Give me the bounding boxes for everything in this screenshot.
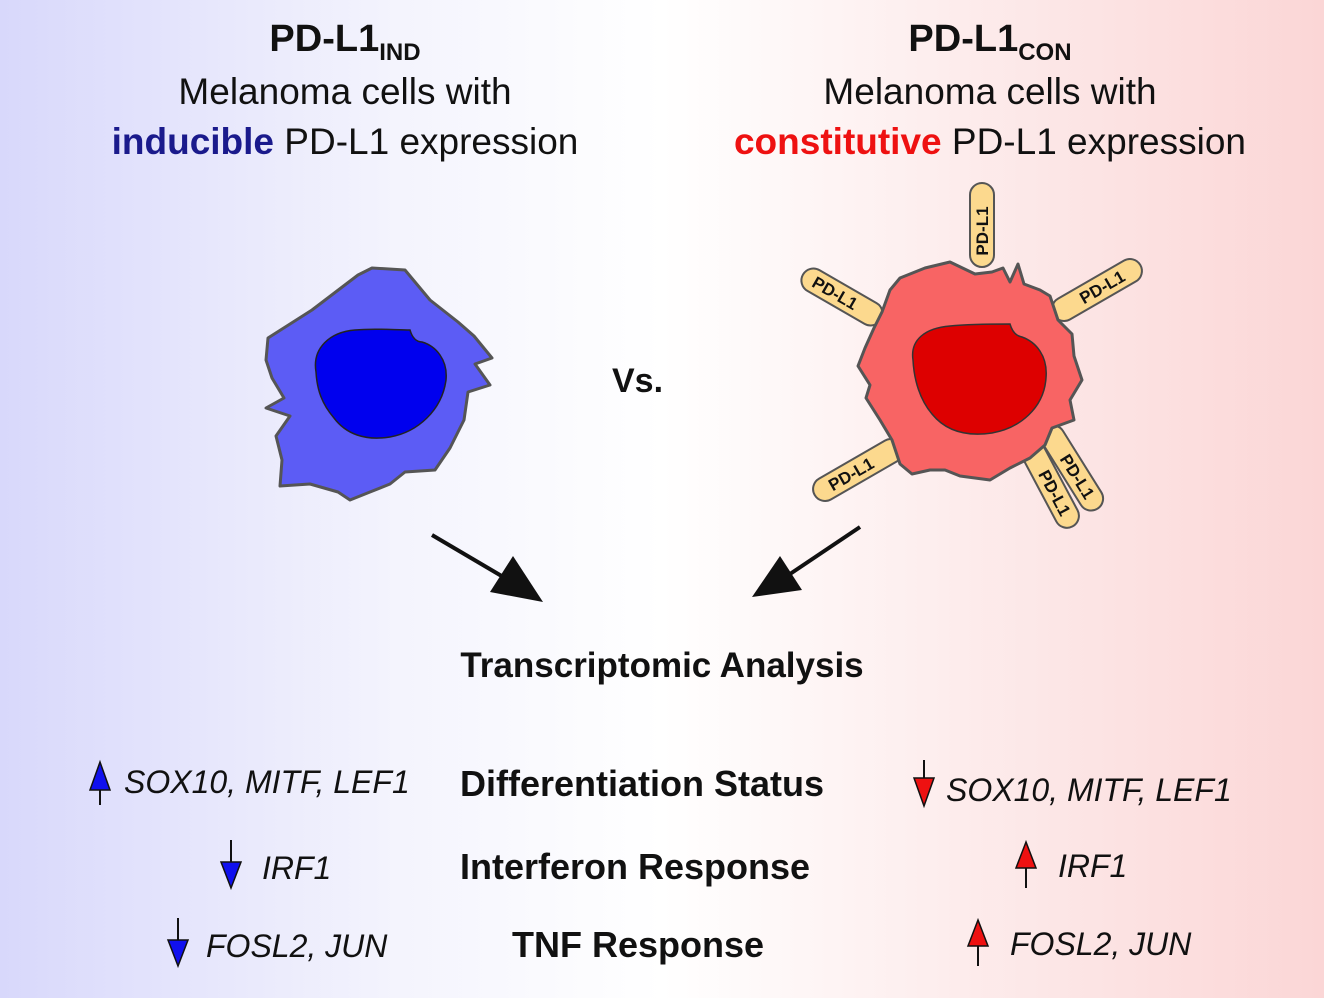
inducible-label: inducible [111, 121, 275, 162]
category-interferon: Interferon Response [460, 846, 811, 887]
up-arrow-icon [88, 759, 112, 805]
left-genes-row3: FOSL2, JUN [206, 928, 388, 964]
right-converging-arrow [752, 525, 862, 597]
down-arrow-icon [166, 918, 190, 969]
constitutive-label: constitutive [733, 121, 942, 162]
analysis-heading: Transcriptomic Analysis [460, 646, 864, 685]
right-genes-row2: IRF1 [1058, 848, 1128, 884]
up-arrow-icon [966, 917, 990, 966]
inducible-cell-nucleus [314, 328, 447, 439]
down-arrow-icon [219, 840, 243, 891]
left-title: PD-L1IND [269, 18, 421, 66]
left-description-line1: Melanoma cells with [178, 71, 512, 112]
right-title: PD-L1CON [908, 18, 1072, 66]
constitutive-cell [856, 260, 1084, 482]
right-header: PD-L1CON Melanoma cells with constitutiv… [690, 18, 1290, 167]
right-description-line2: constitutive PD-L1 expression [733, 121, 1246, 162]
left-header: PD-L1IND Melanoma cells with inducible P… [70, 18, 620, 167]
left-description-line2: inducible PD-L1 expression [111, 121, 579, 162]
direction-arrows [88, 759, 1038, 969]
category-differentiation: Differentiation Status [460, 763, 825, 804]
right-genes-row3: FOSL2, JUN [1010, 926, 1192, 962]
right-genes-row1: SOX10, MITF, LEF1 [946, 772, 1232, 808]
inducible-cell [264, 266, 494, 502]
left-genes-row2: IRF1 [262, 850, 332, 886]
left-converging-arrow [430, 533, 543, 602]
pd-l1-receptor: PD-L1 [800, 267, 884, 327]
up-arrow-icon [1014, 839, 1038, 888]
pd-l1-receptor: PD-L1 [1051, 258, 1143, 322]
pd-l1-receptor-label: PD-L1 [973, 206, 992, 255]
down-arrow-icon [912, 760, 936, 809]
category-tnf: TNF Response [512, 924, 765, 965]
left-genes-row1: SOX10, MITF, LEF1 [124, 764, 410, 800]
versus-label: Vs. [612, 362, 664, 400]
constitutive-cell-nucleus [911, 323, 1047, 435]
right-description-line1: Melanoma cells with [823, 71, 1157, 112]
pd-l1-receptor: PD-L1 [969, 182, 995, 268]
